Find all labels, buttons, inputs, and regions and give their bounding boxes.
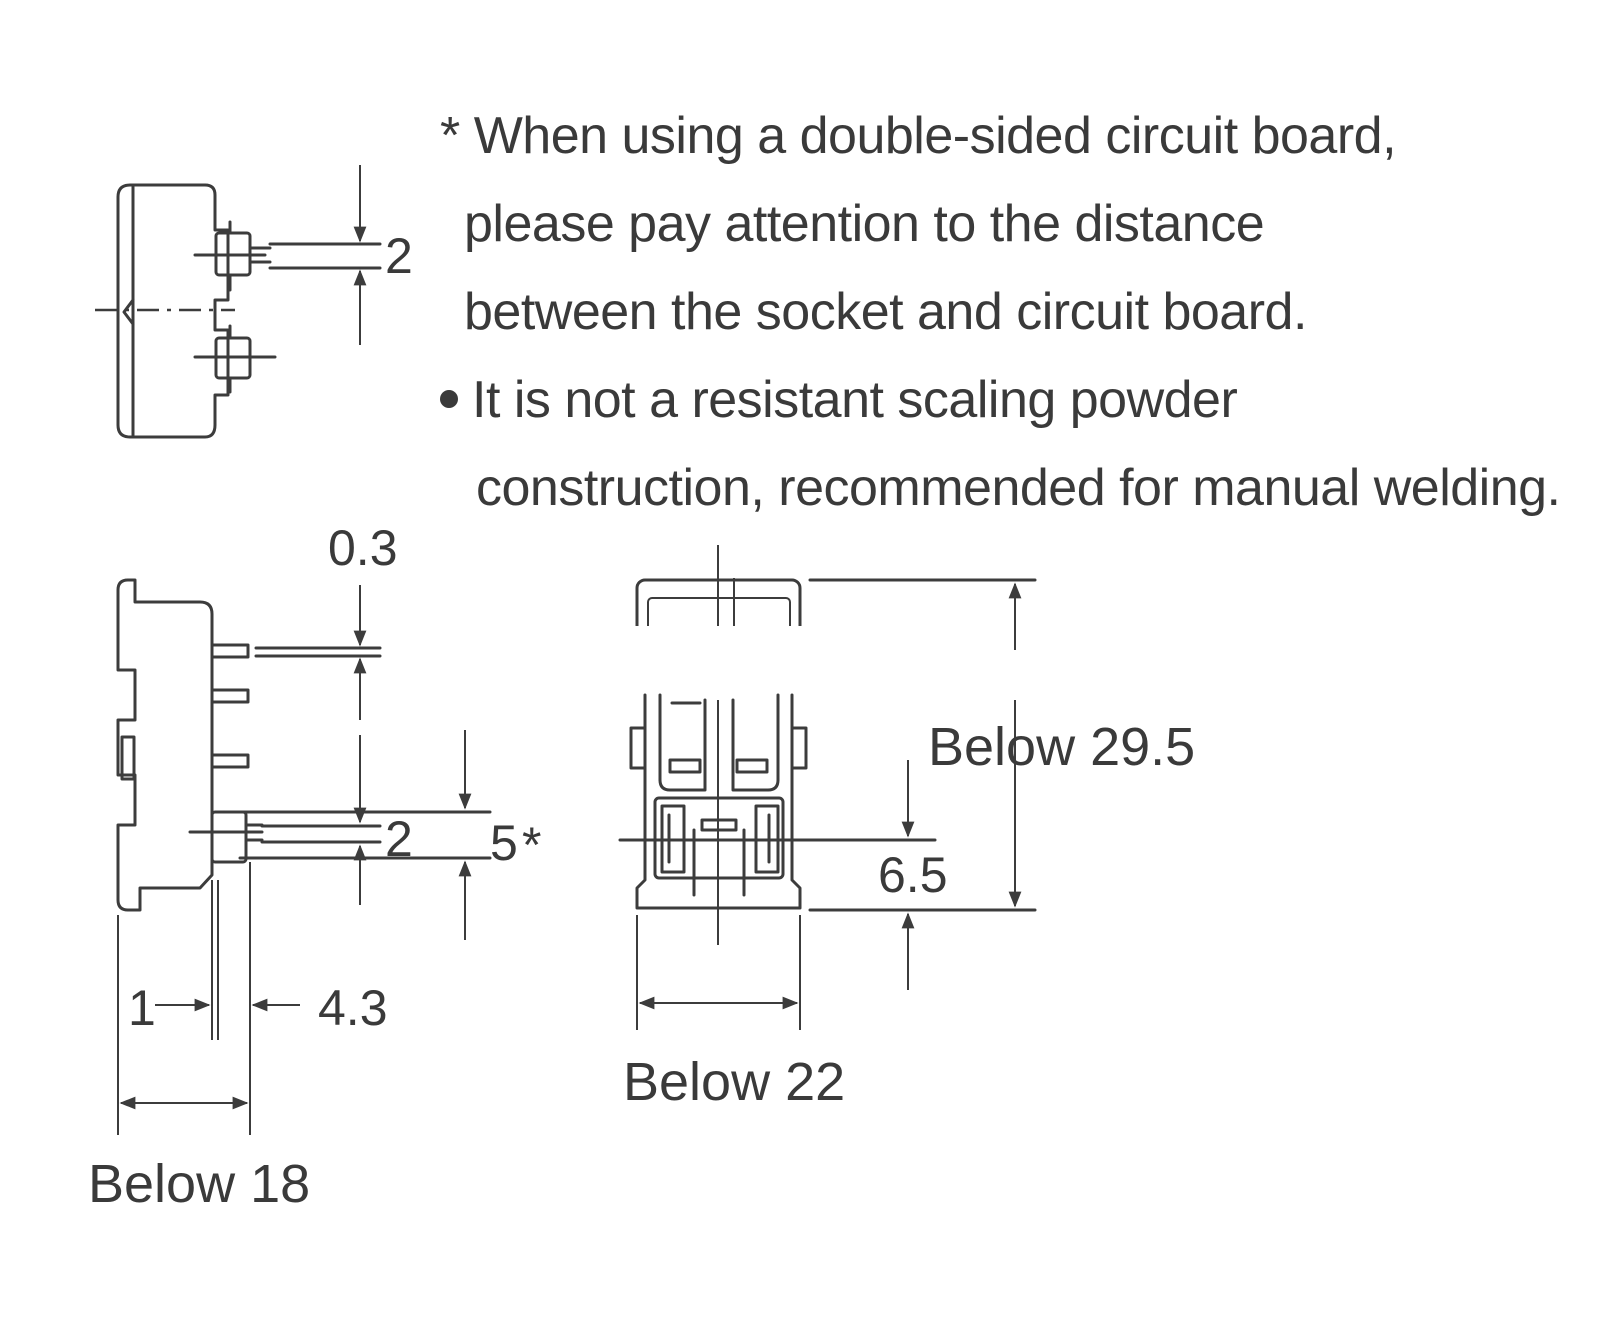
side-view-drawing: 0.3 2 5 * 1 4.3 Below 18 [88,520,541,1214]
side-view-pin-length-label: 4.3 [318,980,388,1036]
front-view-slot-left [658,698,707,792]
front-view-width-label: Below 22 [623,1052,845,1112]
note1-line1: * When using a double-sided circuit boar… [440,92,1570,180]
front-view-window-right [735,758,769,774]
note1-marker: * [440,107,460,165]
note1-line3: between the socket and circuit board. [464,283,1307,341]
side-view-pins [188,643,264,864]
front-view-pin-height-label: 6.5 [878,847,948,903]
bullet-icon [440,390,458,409]
notes-block: * When using a double-sided circuit boar… [440,92,1570,532]
top-view-notch [122,298,135,326]
front-view-height-label: Below 29.5 [928,717,1195,777]
note1-line2: please pay attention to the distance [464,195,1265,253]
side-view-bottom-gap-label: 2 [385,811,413,867]
side-view-width-label: Below 18 [88,1154,310,1214]
front-view-drawing: Below 29.5 6.5 Below 22 [600,545,1195,1112]
top-view-pin-lower [193,324,277,394]
top-view-drawing: 2 [95,165,413,439]
top-view-pin-upper [193,220,272,292]
side-view-asterisk: * [522,817,541,873]
side-view-latch [120,735,136,781]
note2-line2: construction, recommended for manual wel… [476,459,1561,517]
side-view-pin-offset-label: 1 [128,980,156,1036]
side-view-top-gap-label: 0.3 [328,520,398,576]
note1-line1-text: When using a double-sided circuit board, [473,107,1397,165]
note2-line1-text: It is not a resistant scaling powder [472,371,1238,429]
side-view-body [116,578,214,912]
front-view-window-left [668,758,702,774]
top-view-body [116,183,230,439]
front-view-slot-right [731,698,780,792]
front-view-seam [600,626,1060,692]
front-view-tab-left [629,726,647,770]
side-view-height-label: 5 [490,815,518,871]
note2-line1: It is not a resistant scaling powder [440,356,1570,444]
top-view-gap-label: 2 [385,228,413,284]
front-view-tab-right [790,726,808,770]
